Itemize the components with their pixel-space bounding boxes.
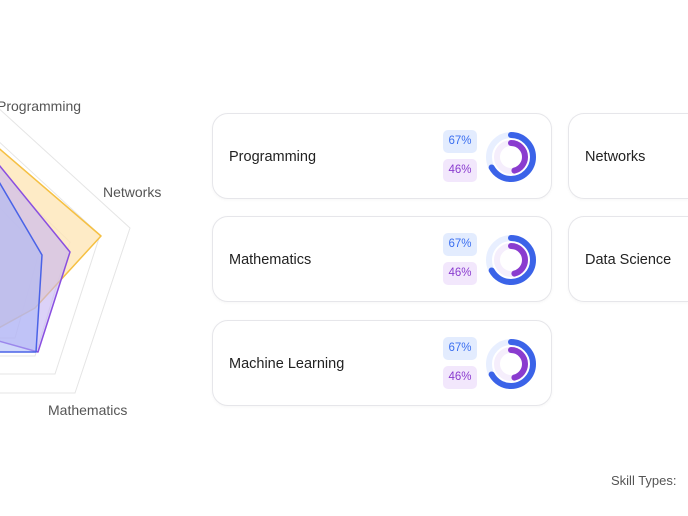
skills-radar-chart: Programming Networks Mathematics — [0, 98, 161, 418]
skill-card-label: Programming — [229, 149, 317, 165]
ring-inner-arc — [494, 243, 528, 277]
skill-progress-ring — [486, 339, 536, 389]
skill-card-label: Data Science — [585, 252, 672, 268]
ring-outer-arc — [486, 235, 536, 285]
skill-percent-badge-secondary: 46% — [443, 262, 477, 285]
ring-outer-arc — [486, 339, 536, 389]
skill-card-label: Machine Learning — [229, 356, 345, 372]
skill-percent-badge-primary: 67% — [443, 233, 477, 256]
radar-axis-label-mathematics: Mathematics — [48, 402, 127, 418]
skill-percent-badge-secondary: 46% — [443, 159, 477, 182]
radar-grid-ring — [0, 141, 101, 375]
skill-progress-ring — [486, 132, 536, 182]
skill-progress-ring — [486, 235, 536, 285]
skill-percent-badge-primary: 67% — [443, 337, 477, 360]
radar-axis-label-programming: Programming — [0, 98, 81, 114]
radar-series-blue — [0, 182, 43, 353]
skill-card-label: Mathematics — [229, 252, 312, 268]
ring-inner-arc — [494, 140, 528, 174]
ring-inner-arc — [494, 347, 528, 381]
skill-percent-badge-primary: 67% — [443, 130, 477, 153]
radar-axis-label-networks: Networks — [103, 184, 161, 200]
skill-card-machine-learning[interactable]: Machine Learning 67% 46% — [212, 320, 552, 406]
legend-caption: Skill Types: — [611, 473, 677, 488]
ring-outer-arc — [486, 132, 536, 182]
skill-card-label: Networks — [585, 149, 646, 165]
skill-card-mathematics[interactable]: Mathematics 67% 46% — [212, 216, 552, 302]
skill-percent-badge-secondary: 46% — [443, 366, 477, 389]
radar-grid-ring — [0, 108, 131, 394]
skill-card-data-science[interactable]: Data Science — [568, 216, 688, 302]
skill-card-programming[interactable]: Programming 67% 46% — [212, 113, 552, 199]
skill-card-networks[interactable]: Networks — [568, 113, 688, 199]
